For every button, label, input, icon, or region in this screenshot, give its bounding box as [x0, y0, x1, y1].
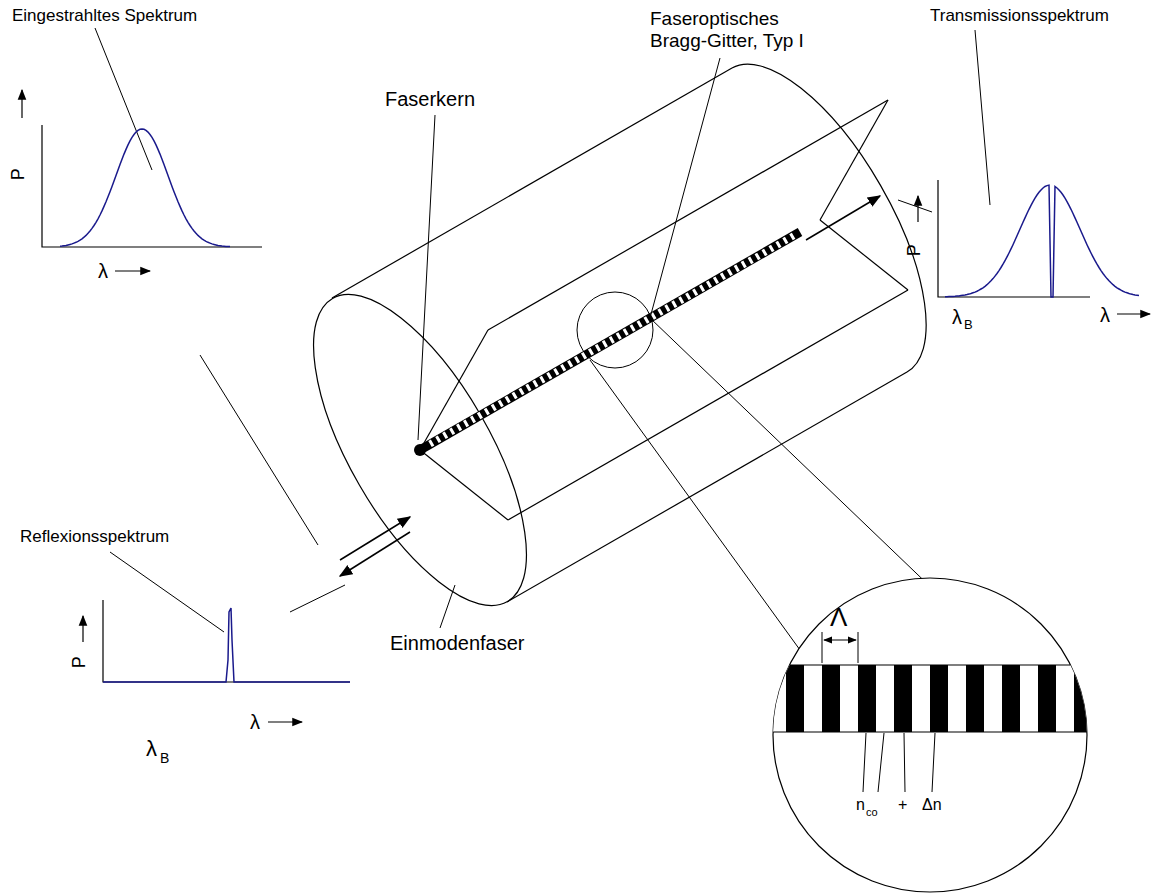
reflect-arrow: [340, 532, 410, 576]
input-spectrum: [60, 129, 230, 247]
axis-label: λ: [98, 260, 108, 283]
index-label: n: [856, 796, 865, 814]
leader-lines: [95, 28, 990, 632]
reflection-spectrum: [103, 608, 350, 682]
core-end: [414, 444, 426, 456]
zoom-circle: [773, 578, 1087, 892]
bragg-grating: [430, 235, 795, 444]
callout-label: Eingestrahltes Spektrum: [12, 6, 197, 26]
zoom-line: [590, 360, 800, 650]
grating-detail: [760, 665, 1110, 732]
callout-label: Transmissionsspektrum: [930, 6, 1109, 26]
period-label: Λ: [830, 603, 847, 633]
callout-label: Faserkern: [385, 88, 475, 111]
output-arrow: [806, 196, 880, 240]
axis-label: P: [69, 656, 90, 668]
period-bracket: [822, 632, 935, 792]
callout-label: Faseroptisches Bragg-Gitter, Typ I: [650, 8, 820, 52]
axis-label: P: [904, 244, 925, 256]
index-subscript: co: [866, 806, 878, 819]
callout-label: Reflexionsspektrum: [20, 527, 169, 547]
axis-label: λ: [952, 306, 962, 329]
fiber-cylinder: [272, 64, 926, 636]
axis-label: λ: [250, 711, 260, 734]
zoom-spot: [577, 292, 653, 368]
transmission-spectrum: [945, 185, 1139, 297]
plot-axes: [22, 90, 1150, 722]
axis-label: P: [8, 168, 29, 180]
index-label: +: [898, 796, 907, 814]
axis-label: λ: [146, 736, 157, 761]
axis-subscript: B: [964, 318, 973, 333]
index-label: Δn: [922, 796, 942, 814]
fiber-core: [420, 232, 800, 450]
axis-subscript: B: [160, 750, 169, 766]
axis-label: λ: [1100, 304, 1110, 327]
callout-label: Einmodenfaser: [390, 632, 525, 655]
